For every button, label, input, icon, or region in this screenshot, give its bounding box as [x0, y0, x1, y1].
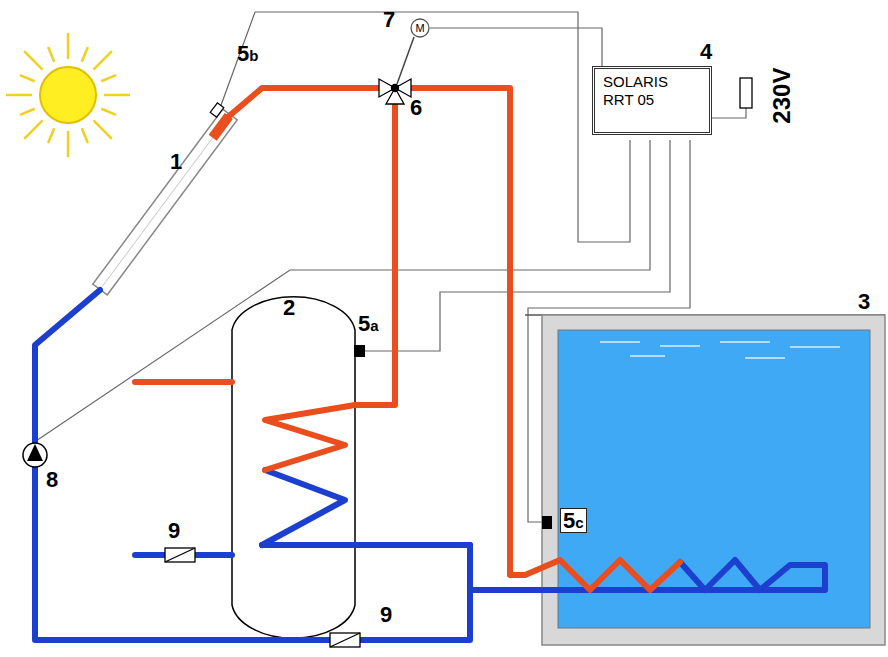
three-way-valve — [379, 79, 411, 104]
callout-number: 6 — [410, 96, 422, 119]
sensor-label: 5c — [560, 508, 587, 533]
pool-basin — [542, 315, 885, 645]
sun-ray — [93, 120, 111, 138]
sun — [40, 67, 96, 123]
pump — [23, 443, 47, 467]
water-waves — [600, 342, 840, 358]
sun-ray — [101, 75, 116, 81]
hot-water-pipe — [135, 379, 232, 385]
sun-ray — [93, 51, 111, 69]
sun-ray — [67, 33, 70, 59]
sun-ray — [82, 128, 88, 143]
sun-ray — [101, 109, 116, 115]
return-pipe — [262, 542, 470, 548]
callout-number: 4 — [700, 40, 712, 63]
sun-ray — [20, 75, 35, 81]
tank-coil — [265, 95, 395, 470]
flow-pipe — [228, 88, 680, 590]
sun-rays — [6, 33, 130, 157]
solar-collector — [93, 109, 237, 295]
sun-ray — [6, 94, 32, 97]
sensor-wire — [220, 12, 630, 242]
callout-number: 7 — [383, 8, 395, 31]
check-valve — [165, 548, 195, 562]
sun-ray — [48, 47, 54, 62]
tank-coil — [262, 470, 345, 545]
motor-symbol: M — [410, 18, 430, 38]
storage-tank — [232, 297, 355, 638]
check-valve — [330, 633, 360, 647]
callout-number: 9 — [380, 603, 392, 626]
callout-number: 3 — [858, 290, 870, 313]
tank-sensor — [354, 345, 365, 357]
sun-ray — [104, 94, 130, 97]
voltage-label: 230V — [769, 67, 794, 123]
controller-box: SOLARIS RRT 05 — [592, 66, 712, 135]
callout-number: 9 — [168, 519, 180, 542]
callout-number: 2 — [283, 296, 295, 319]
pump-arrow — [27, 444, 43, 461]
return-pipe — [35, 290, 470, 640]
sun-ray — [24, 120, 42, 138]
signal-wire — [430, 28, 602, 66]
node-text: SOLARIS RRT 05 — [603, 73, 683, 109]
sensor-label: 5a — [358, 312, 379, 335]
callout-number: 1 — [170, 150, 182, 173]
sun-ray — [82, 47, 88, 62]
sun-ray — [20, 109, 35, 115]
sun-ray — [48, 128, 54, 143]
valve-stem — [397, 37, 414, 84]
motor-circle — [411, 19, 429, 37]
supply-fuse — [740, 78, 752, 108]
sun-ray — [67, 131, 70, 157]
pool-sensor — [542, 516, 552, 529]
callout-number: 8 — [46, 468, 58, 491]
sensor-label: 5b — [237, 42, 258, 65]
collector-sensor — [210, 103, 224, 117]
sun-ray — [24, 51, 42, 69]
node-text: M — [415, 23, 424, 34]
